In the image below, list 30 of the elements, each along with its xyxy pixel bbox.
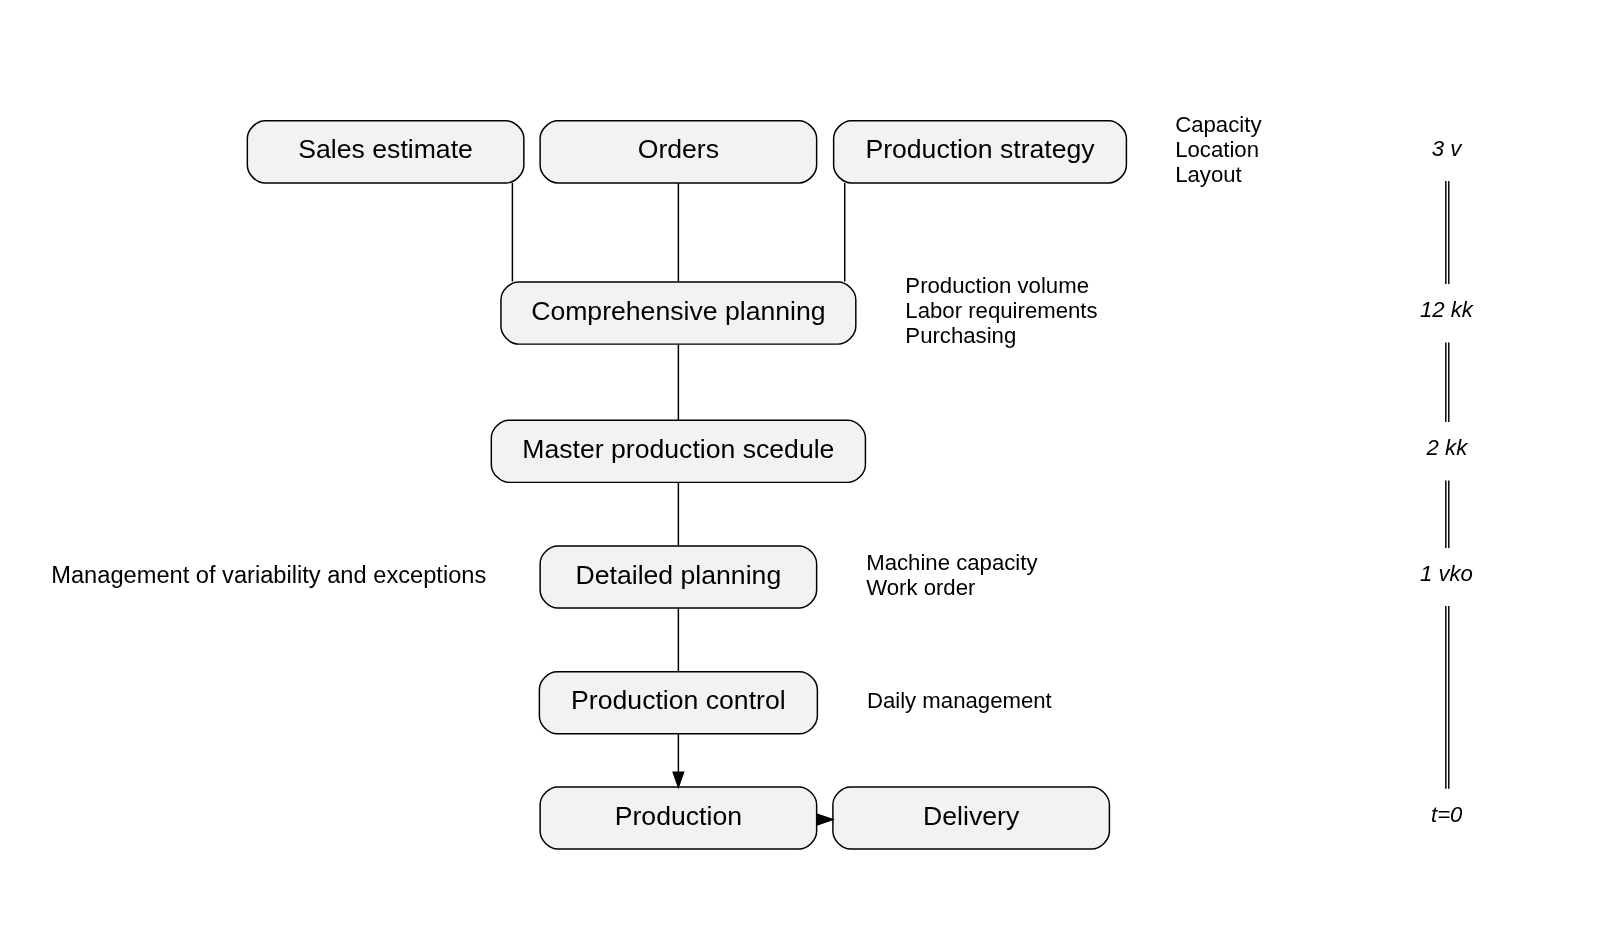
label: Management of variability and exceptions <box>51 561 487 588</box>
node-label: Layout <box>1175 162 1242 188</box>
connector <box>511 182 514 283</box>
node-label: Location <box>1175 137 1260 163</box>
label: 1 vko <box>1419 560 1473 586</box>
node-label: Machine capacity <box>866 549 1038 575</box>
node-label: Capacity <box>1175 111 1262 137</box>
connector <box>677 607 680 673</box>
node-box: Sales estimate <box>246 120 525 184</box>
connector <box>677 343 680 421</box>
node-box: Delivery <box>832 786 1111 850</box>
label: 3 v <box>1431 135 1462 161</box>
node-label: Work order <box>866 574 976 600</box>
node-box: Comprehensive planning <box>500 281 857 345</box>
connector <box>844 182 846 283</box>
label: 12 kk <box>1419 296 1473 322</box>
connector <box>677 481 680 547</box>
arrow <box>672 733 685 790</box>
node-label: Production volume <box>905 273 1089 299</box>
node-box: Detailed planning <box>539 545 818 609</box>
node-box: Production strategy <box>832 120 1128 184</box>
label: 2 kk <box>1426 435 1468 461</box>
node-box: Master production scedule <box>490 419 867 484</box>
node-label: Purchasing <box>905 323 1017 349</box>
node-label: Labor requirements <box>905 298 1098 324</box>
node-label: Daily management <box>866 687 1052 713</box>
node-box: Orders <box>539 120 818 184</box>
node-box: Production control <box>538 670 819 735</box>
label: t=0 <box>1431 801 1463 827</box>
connector <box>677 182 680 283</box>
